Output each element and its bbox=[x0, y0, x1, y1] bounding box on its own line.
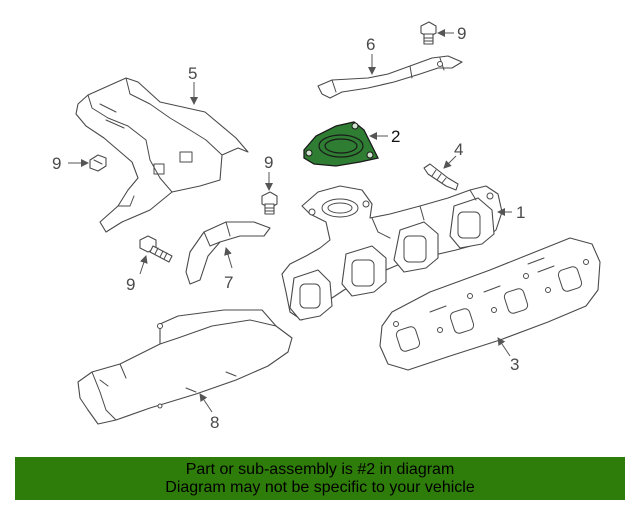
callout-9-lower-left: 9 bbox=[126, 255, 148, 294]
part-9-bolt-top[interactable] bbox=[420, 21, 437, 45]
callout-label-2: 2 bbox=[391, 127, 400, 146]
callout-9-left: 9 bbox=[52, 154, 89, 173]
callout-1: 1 bbox=[497, 203, 525, 222]
info-banner: Part or sub-assembly is #2 in diagram Di… bbox=[15, 457, 625, 500]
part-9-bolt-middle[interactable] bbox=[261, 191, 278, 215]
callout-label-3: 3 bbox=[510, 355, 519, 374]
callout-4: 4 bbox=[443, 140, 463, 169]
callout-label-7: 7 bbox=[224, 273, 233, 292]
parts-diagram: 1 2 3 4 5 6 7 8 9 9 9 9 bbox=[52, 21, 601, 432]
part-6-bracket[interactable] bbox=[317, 55, 463, 99]
part-2-gasket[interactable] bbox=[303, 121, 379, 167]
callout-label-9-middle: 9 bbox=[264, 153, 273, 172]
callout-3: 3 bbox=[497, 337, 519, 374]
callout-9-middle: 9 bbox=[264, 153, 273, 191]
callout-8: 8 bbox=[199, 393, 219, 432]
callout-label-6: 6 bbox=[366, 35, 375, 54]
callout-label-1: 1 bbox=[516, 203, 525, 222]
part-3-manifold-gasket[interactable] bbox=[379, 237, 601, 371]
callout-label-9-top: 9 bbox=[457, 24, 466, 43]
callout-7: 7 bbox=[224, 247, 233, 292]
callout-label-8: 8 bbox=[210, 413, 219, 432]
callout-label-4: 4 bbox=[454, 140, 463, 159]
callout-label-9-left: 9 bbox=[52, 154, 61, 173]
part-7-bracket[interactable] bbox=[185, 221, 271, 285]
banner-line-2: Diagram may not be specific to your vehi… bbox=[165, 479, 475, 496]
callout-6: 6 bbox=[366, 35, 376, 75]
callout-label-5: 5 bbox=[188, 64, 197, 83]
callout-9-top: 9 bbox=[437, 24, 466, 43]
part-4-stud[interactable] bbox=[423, 163, 459, 191]
callout-2: 2 bbox=[369, 127, 400, 146]
part-9-bolt-lower-left[interactable] bbox=[139, 235, 173, 263]
part-5-heat-shield[interactable] bbox=[75, 77, 249, 233]
part-8-lower-heat-shield[interactable] bbox=[77, 309, 293, 425]
banner-line-1: Part or sub-assembly is #2 in diagram bbox=[185, 461, 455, 478]
callout-label-9-lower-left: 9 bbox=[126, 275, 135, 294]
callout-5: 5 bbox=[188, 64, 198, 105]
part-9-bolt-left[interactable] bbox=[89, 154, 107, 172]
part-1-exhaust-manifold[interactable] bbox=[281, 185, 503, 321]
